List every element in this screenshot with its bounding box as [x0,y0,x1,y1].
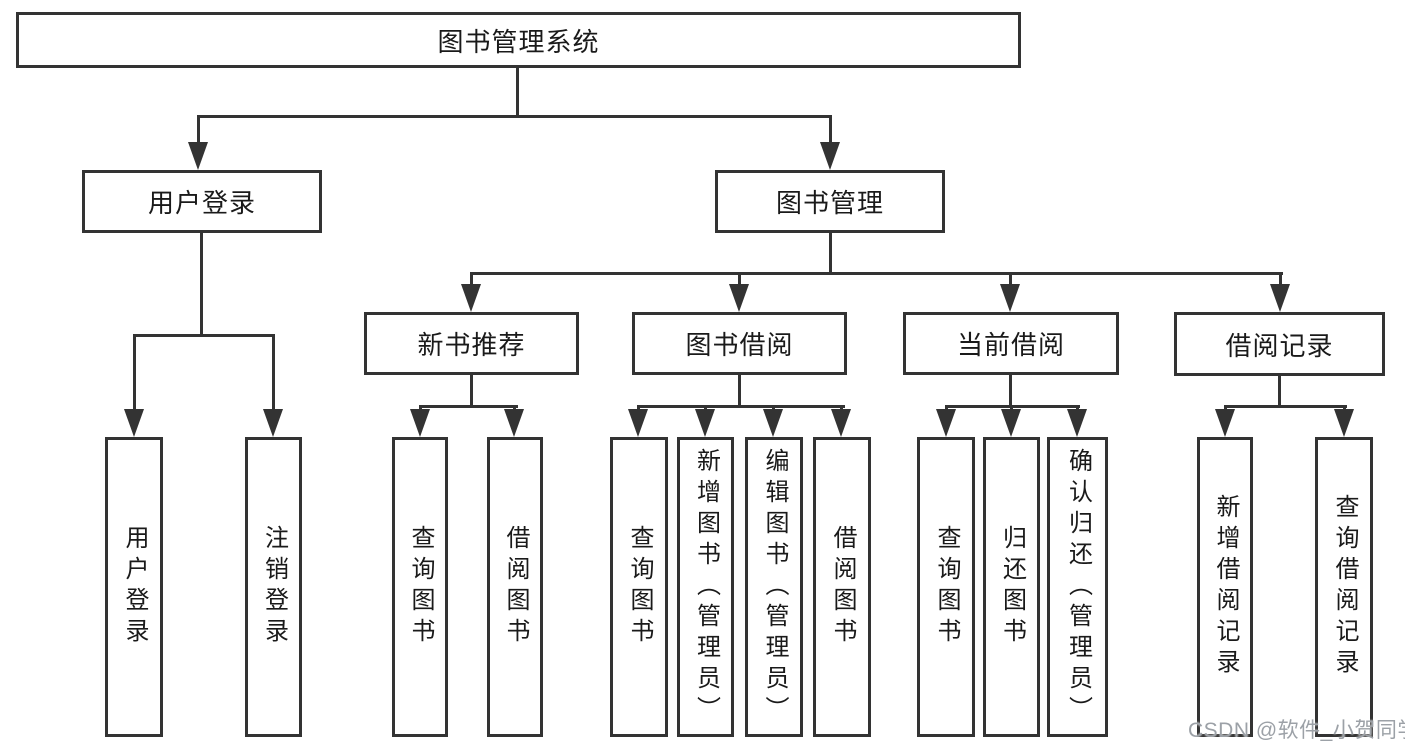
leaf-borrow-books-borrowing: 借阅图书 [813,437,871,737]
watermark: CSDN @软件_小贺同学 [1188,719,1405,742]
leaf-logout: 注销登录 [245,437,302,737]
connector-userlogin-hline [133,334,275,337]
leaf-query-books-current: 查询图书 [917,437,975,737]
arrow-down-icon [1001,409,1021,437]
connector-bookmgmt-vline [829,233,832,275]
arrow-down-icon [504,409,524,437]
leaf-edit-books-admin: 编辑图书（管理员） [745,437,803,737]
leaf-return-books: 归还图书 [983,437,1040,737]
node-user-login: 用户登录 [82,170,322,233]
leaf-query-books-recommend: 查询图书 [392,437,448,737]
connector-root-hline [197,115,832,118]
arrow-down-icon [831,409,851,437]
connector-userlogin-stub-2 [272,334,275,416]
arrow-down-icon [461,284,481,312]
node-new-book-recommendation: 新书推荐 [364,312,579,375]
connector-bookmgmt-hline [470,272,1283,275]
node-library-management-system: 图书管理系统 [16,12,1021,68]
leaf-borrow-books-recommend: 借阅图书 [487,437,543,737]
connector-bookmgmt-stub-1 [470,272,473,292]
arrow-down-icon [1000,284,1020,312]
arrow-down-icon [410,409,430,437]
connector-current-vline [1009,375,1012,408]
leaf-user-login: 用户登录 [105,437,163,737]
connector-root-vline [516,68,519,118]
leaf-confirm-return-admin: 确认归还（管理员） [1047,437,1108,737]
arrow-down-icon [695,409,715,437]
connector-root-stub-right [829,115,832,151]
arrow-down-icon [820,142,840,170]
connector-bookmgmt-stub-3 [1009,272,1012,292]
arrow-down-icon [1270,284,1290,312]
connector-borrowing-hline [637,405,845,408]
node-current-borrowing: 当前借阅 [903,312,1119,375]
connector-bookmgmt-stub-4 [1279,272,1282,292]
connector-borrowing-vline [738,375,741,408]
connector-records-hline [1224,405,1347,408]
connector-bookmgmt-stub-2 [738,272,741,292]
node-borrowing-records: 借阅记录 [1174,312,1385,376]
node-book-management: 图书管理 [715,170,945,233]
connector-userlogin-stub-1 [133,334,136,416]
leaf-query-borrowing-record: 查询借阅记录 [1315,437,1373,737]
arrow-down-icon [263,409,283,437]
arrow-down-icon [188,142,208,170]
leaf-query-books-borrowing: 查询图书 [610,437,668,737]
leaf-add-borrowing-record: 新增借阅记录 [1197,437,1253,737]
arrow-down-icon [1067,409,1087,437]
connector-newbook-vline [470,375,473,408]
connector-userlogin-vline [200,233,203,337]
arrow-down-icon [729,284,749,312]
arrow-down-icon [1334,409,1354,437]
arrow-down-icon [124,409,144,437]
arrow-down-icon [1215,409,1235,437]
connector-root-stub-left [197,115,200,151]
connector-newbook-hline [419,405,518,408]
arrow-down-icon [763,409,783,437]
arrow-down-icon [936,409,956,437]
leaf-add-books-admin: 新增图书（管理员） [677,437,734,737]
connector-records-vline [1278,376,1281,408]
arrow-down-icon [628,409,648,437]
node-book-borrowing: 图书借阅 [632,312,847,375]
